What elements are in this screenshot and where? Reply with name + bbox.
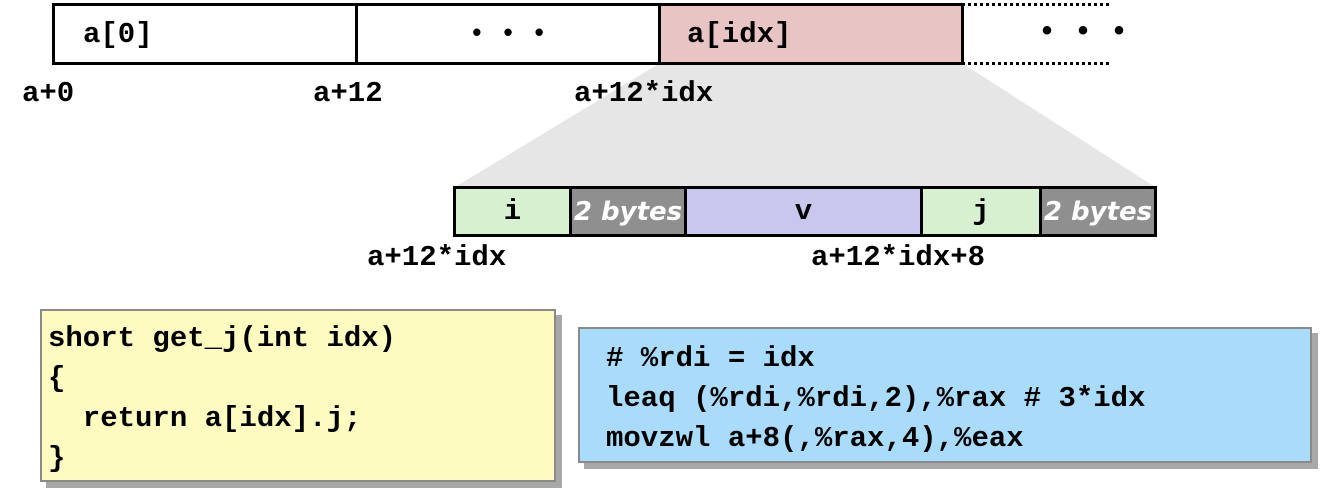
array-middle-ellipsis: • • • xyxy=(355,3,661,65)
struct-field-j-label: j xyxy=(972,195,990,228)
asm-code-box: # %rdi = idx leaq (%rdi,%rdi,2),%rax # 3*… xyxy=(578,327,1312,463)
struct-pad-2: 2 bytes xyxy=(1039,186,1154,237)
c-code-line: return a[idx].j; xyxy=(48,402,362,435)
struct-field-i-label: i xyxy=(503,195,522,228)
c-code-line: { xyxy=(48,362,66,395)
c-code-line: short get_j(int idx) xyxy=(48,322,397,355)
array-elem-0: a[0] xyxy=(52,3,358,65)
asm-code-line: leaq (%rdi,%rdi,2),%rax # 3*idx xyxy=(606,382,1146,415)
array-middle-dots: • • • xyxy=(468,19,547,49)
struct-pad-1: 2 bytes xyxy=(569,186,687,237)
struct-pad-2-label: 2 bytes xyxy=(1043,196,1153,227)
struct-pad-1-label: 2 bytes xyxy=(573,196,683,227)
array-elem-idx-label: a[idx] xyxy=(687,17,792,51)
array-elem-0-label: a[0] xyxy=(83,17,153,51)
c-code-line: } xyxy=(48,442,66,475)
addr-a12: a+12 xyxy=(313,77,383,110)
struct-field-v: v xyxy=(687,186,920,237)
struct-field-v-label: v xyxy=(794,195,813,228)
addr-a0: a+0 xyxy=(22,77,75,110)
addr-struct-start: a+12*idx xyxy=(367,241,507,274)
c-code-box: short get_j(int idx) { return a[idx].j;} xyxy=(40,309,556,482)
asm-code-line: movzwl a+8(,%rax,4),%eax xyxy=(606,422,1024,455)
array-elem-idx: a[idx] xyxy=(658,3,964,65)
addr-struct-j: a+12*idx+8 xyxy=(811,241,986,274)
array-dotted-extension xyxy=(962,3,1112,65)
struct-field-i: i xyxy=(456,186,569,237)
asm-code-line: # %rdi = idx xyxy=(606,342,815,375)
addr-a12-idx: a+12*idx xyxy=(574,77,714,110)
array-trailing-dots: • • • xyxy=(1038,16,1129,50)
struct-field-j: j xyxy=(920,186,1039,237)
